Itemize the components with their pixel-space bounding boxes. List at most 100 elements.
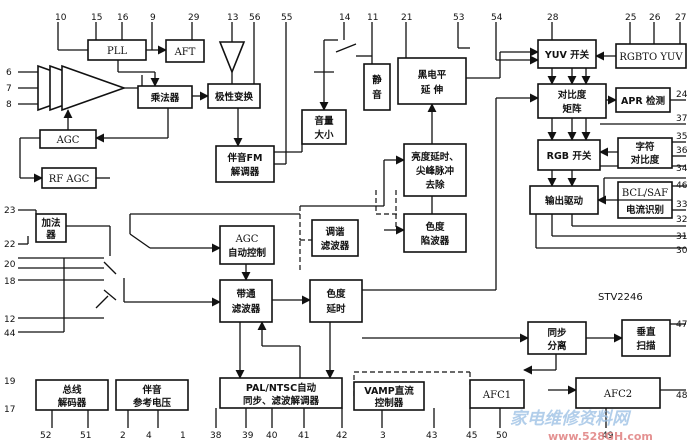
pin-label: 45	[466, 431, 477, 441]
pin-label: 21	[401, 13, 412, 23]
svg-text:滤波器: 滤波器	[232, 303, 261, 315]
pin-label: 50	[496, 431, 508, 441]
svg-text:乘法器: 乘法器	[150, 92, 180, 104]
svg-text:对比度: 对比度	[631, 154, 660, 166]
svg-text:解调器: 解调器	[231, 166, 260, 178]
svg-text:音: 音	[372, 89, 382, 101]
pin-label: 48	[676, 391, 688, 401]
pin-label: 49	[602, 431, 614, 441]
afc1-block: AFC1	[469, 379, 525, 409]
svg-text:YUV 开关: YUV 开关	[544, 49, 590, 61]
black-level-block: 黑电平 延 伸	[397, 57, 467, 105]
signal-lines	[18, 22, 686, 428]
yuv-switch-block: YUV 开关	[537, 39, 597, 69]
apr-detect-block: APR 检测	[615, 87, 671, 113]
svg-text:控制器: 控制器	[375, 397, 404, 409]
pin-label: 47	[676, 320, 687, 330]
pin-label: 55	[281, 13, 292, 23]
pin-label: 43	[426, 431, 437, 441]
chroma-delay-block: 色度 延时	[309, 279, 363, 323]
pin-label: 25	[625, 13, 636, 23]
if-amplifier	[37, 64, 127, 112]
pin-label: 34	[676, 164, 688, 174]
pin-label: 28	[547, 13, 559, 23]
rf-agc-block: RF AGC	[41, 167, 97, 189]
fm-demodulator-block: 伴音FM 解调器	[215, 145, 275, 183]
pin-labels-right: 24 37 35 36 34 46 33 32 31 30 47 48	[676, 90, 688, 401]
svg-text:延 伸: 延 伸	[420, 84, 444, 96]
svg-text:电流识别: 电流识别	[626, 204, 664, 216]
svg-text:延时: 延时	[325, 303, 346, 315]
pin-label: 46	[676, 181, 688, 191]
pin-label: 33	[676, 200, 687, 210]
chip-label: STV2246	[598, 292, 643, 303]
svg-text:调谐: 调谐	[325, 226, 345, 238]
svg-text:加法: 加法	[40, 217, 61, 229]
svg-text:字符: 字符	[635, 141, 655, 153]
pin-label: 35	[676, 132, 687, 142]
pin-label: 39	[242, 431, 254, 441]
pin-label: 51	[80, 431, 91, 441]
svg-text:陷波器: 陷波器	[421, 235, 450, 247]
svg-text:亮度延时、: 亮度延时、	[411, 151, 459, 163]
pin-label: 3	[380, 431, 386, 441]
agc-auto-block: AGC 自动控制	[219, 225, 275, 265]
svg-text:PAL/NTSC自动: PAL/NTSC自动	[246, 382, 317, 394]
svg-text:同步、滤波解调器: 同步、滤波解调器	[243, 395, 320, 407]
adder-block: 加法 器	[35, 213, 67, 243]
pin-label: 22	[4, 240, 15, 250]
pin-label: 26	[649, 13, 661, 23]
pin-label: 40	[266, 431, 278, 441]
pin-label: 19	[4, 377, 16, 387]
pin-label: 24	[676, 90, 688, 100]
pin-label: 6	[6, 68, 12, 78]
pin-label: 8	[6, 100, 12, 110]
pin-label: 54	[491, 13, 503, 23]
luma-delay-block: 亮度延时、 尖峰脉冲 去除	[403, 143, 467, 197]
svg-text:RGB 开关: RGB 开关	[547, 150, 592, 162]
pin-labels-bottom: 52 51 2 4 1 38 39 40 41 42 3 43 45 50 49	[40, 431, 614, 441]
pin-label: 37	[676, 114, 687, 124]
pin-label: 32	[676, 215, 687, 225]
svg-text:色度: 色度	[425, 221, 445, 233]
pin-label: 12	[4, 315, 15, 325]
svg-text:扫描: 扫描	[636, 340, 656, 352]
agc-block: AGC	[39, 129, 97, 149]
svg-text:尖峰脉冲: 尖峰脉冲	[416, 165, 455, 177]
svg-text:APR 检测: APR 检测	[621, 95, 665, 107]
svg-text:伴音: 伴音	[141, 384, 162, 396]
bandpass-filter-block: 带通 滤波器	[219, 279, 273, 323]
svg-text:AFT: AFT	[174, 47, 196, 58]
svg-text:去除: 去除	[425, 179, 445, 191]
multiplier-block: 乘法器	[137, 85, 193, 109]
watermark-url: www.528GH.com	[548, 430, 653, 443]
svg-text:极性变换: 极性变换	[215, 91, 254, 103]
rgb-switch-block: RGB 开关	[537, 139, 601, 171]
pin-label: 11	[367, 13, 378, 23]
vertical-scan-block: 垂直 扫描	[621, 319, 671, 357]
svg-text:黑电平: 黑电平	[418, 69, 447, 81]
sync-separator-block: 同步 分离	[527, 321, 587, 355]
pin-label: 7	[6, 84, 12, 94]
afc2-block: AFC2	[575, 377, 661, 409]
rgb-to-yuv-block: RGBTO YUV	[615, 43, 687, 69]
svg-text:输出驱动: 输出驱动	[545, 195, 584, 207]
pin-label: 27	[675, 13, 686, 23]
svg-text:RF AGC: RF AGC	[49, 174, 90, 185]
pin-label: 44	[4, 329, 16, 339]
pin-label: 52	[40, 431, 51, 441]
svg-text:AGC: AGC	[235, 234, 259, 245]
svg-text:器: 器	[45, 230, 56, 241]
sound-if-amplifier	[218, 41, 246, 75]
pin-label: 29	[188, 13, 200, 23]
svg-text:音量: 音量	[314, 115, 334, 127]
aft-block: AFT	[165, 39, 205, 63]
pin-label: 14	[339, 13, 351, 23]
svg-text:对比度: 对比度	[558, 89, 587, 101]
pin-label: 38	[210, 431, 222, 441]
pin-label: 36	[676, 146, 688, 156]
svg-text:BCL/SAF: BCL/SAF	[622, 188, 668, 199]
svg-text:分离: 分离	[547, 340, 567, 352]
pin-label: 56	[249, 13, 261, 23]
